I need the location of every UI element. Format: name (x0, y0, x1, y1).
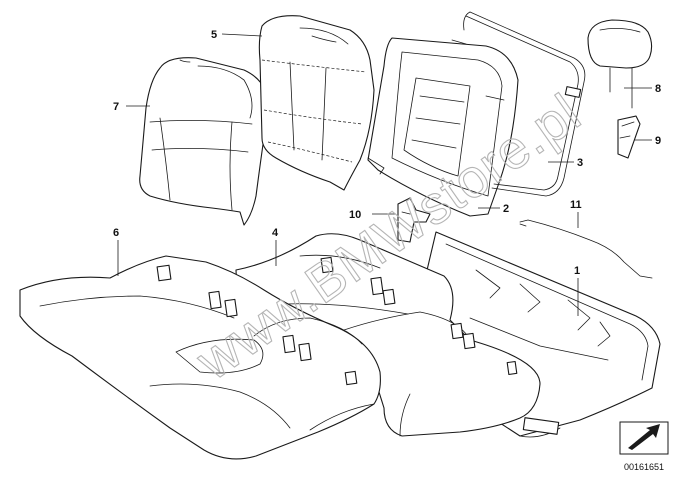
callout-5: 5 (211, 29, 217, 41)
part-8-headrest[interactable] (587, 19, 653, 109)
callout-7: 7 (113, 101, 119, 113)
part-4-seat-pad[interactable] (235, 233, 541, 437)
callout-3: 3 (577, 157, 583, 169)
callout-2: 2 (503, 203, 509, 215)
callout-4: 4 (272, 227, 279, 239)
arrow-pointer-icon (619, 421, 669, 455)
doc-number: 00161651 (624, 462, 664, 472)
part-3-wire-frame[interactable] (451, 11, 586, 197)
callout-6: 6 (113, 227, 119, 239)
callout-8: 8 (655, 83, 661, 95)
callout-11: 11 (570, 199, 582, 211)
part-5-backrest-pad[interactable] (258, 15, 375, 191)
callout-9: 9 (655, 135, 661, 147)
callout-10: 10 (349, 209, 361, 221)
part-11-wire[interactable] (519, 219, 653, 279)
callout-1: 1 (574, 265, 580, 277)
part-10-bracket[interactable] (397, 197, 431, 243)
part-6-seat-cover[interactable] (19, 255, 381, 460)
part-9-lock[interactable] (617, 115, 641, 159)
leader-lines (117, 33, 652, 316)
callout-labels: 5 7 8 9 3 2 10 11 4 6 1 (113, 29, 661, 277)
part-2-backrest-frame[interactable] (367, 37, 519, 217)
part-7-backrest-cover[interactable] (139, 57, 269, 226)
